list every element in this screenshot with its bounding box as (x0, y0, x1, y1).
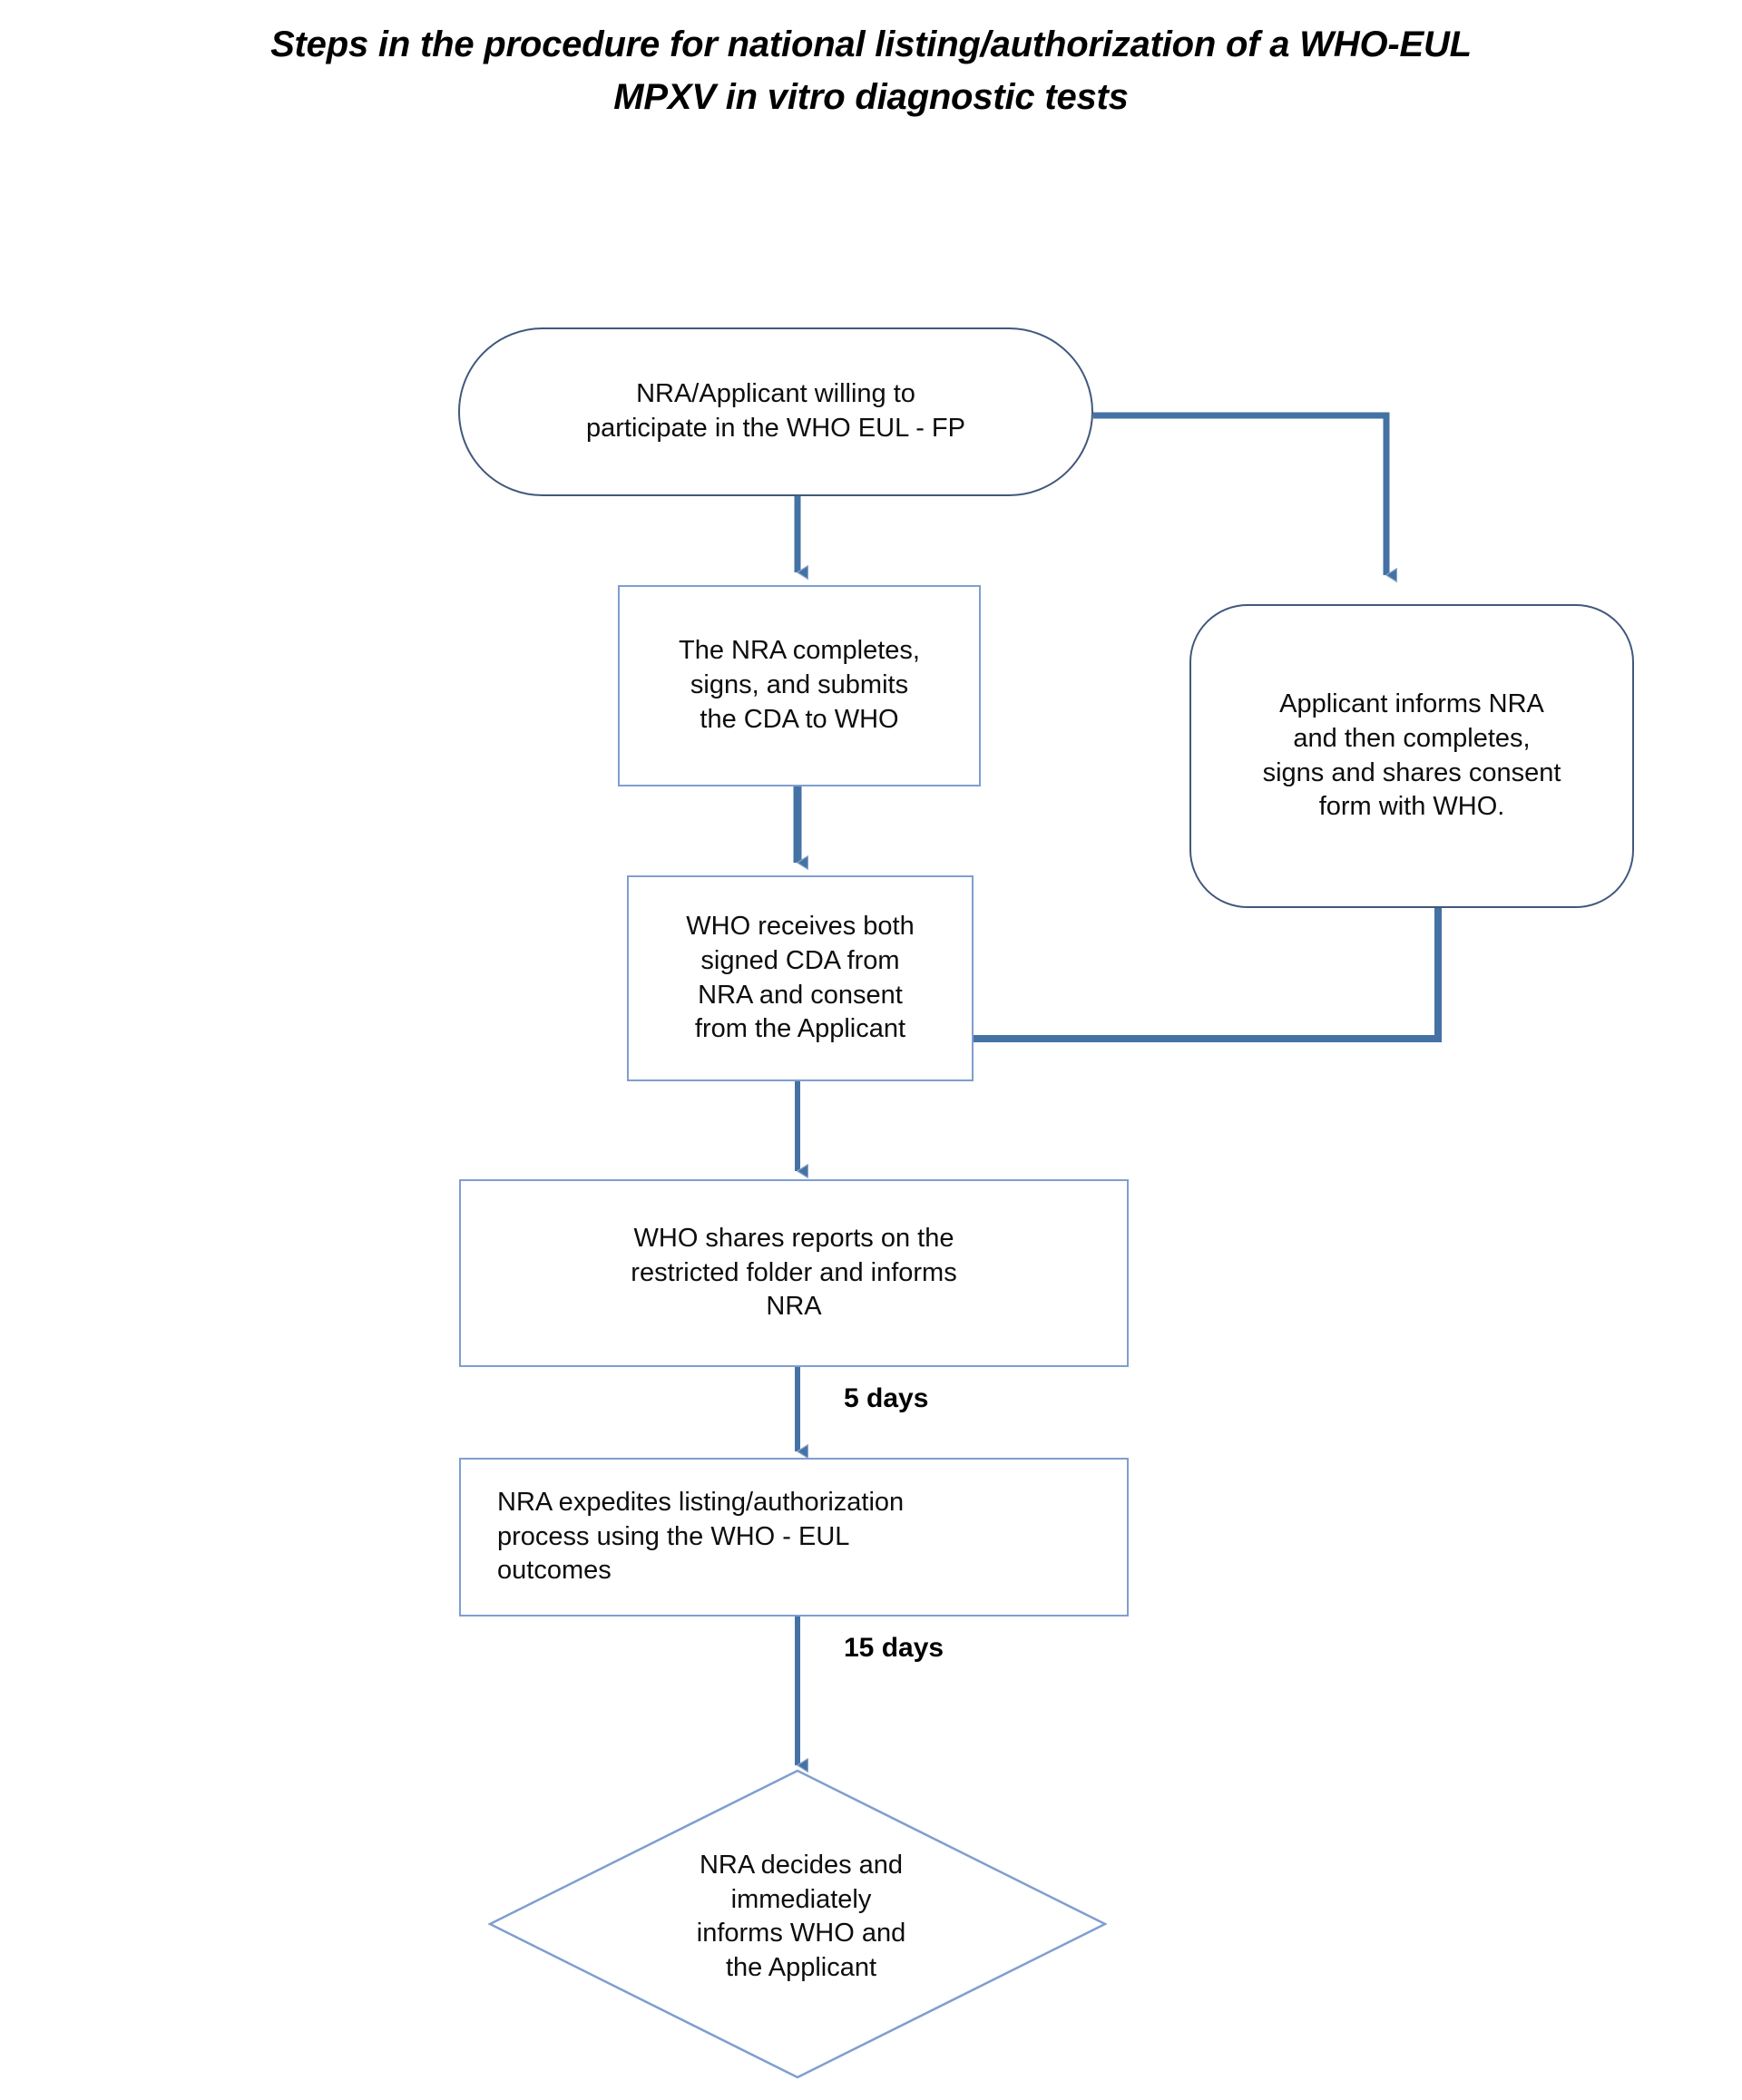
page-title-line-1: Steps in the procedure for national list… (270, 24, 1472, 64)
node-nra-expedites[interactable]: NRA expedites listing/authorization proc… (459, 1458, 1129, 1617)
node-who-receives-label: WHO receives both signed CDA from NRA an… (686, 912, 915, 1044)
node-nra-completes-cda-label: The NRA completes, signs, and submits th… (679, 636, 920, 734)
edge-label-15-days: 15 days (844, 1633, 944, 1663)
page-title-line-2: MPXV in vitro diagnostic tests (613, 77, 1129, 117)
page-title: Steps in the procedure for national list… (0, 18, 1742, 123)
node-who-shares-reports-label: WHO shares reports on the restricted fol… (631, 1223, 957, 1322)
edge-applicant-consent-to-who-receives (973, 907, 1442, 1039)
node-start[interactable]: NRA/Applicant willing to participate in … (458, 327, 1093, 496)
node-who-receives[interactable]: WHO receives both signed CDA from NRA an… (627, 875, 974, 1081)
diamond-shape (488, 1769, 1107, 2079)
node-nra-decides[interactable]: NRA decides and immediately informs WHO … (488, 1769, 1107, 2079)
node-who-shares-reports[interactable]: WHO shares reports on the restricted fol… (459, 1179, 1129, 1367)
node-nra-decides-label: NRA decides and immediately informs WHO … (696, 1851, 906, 1983)
edge-start-to-applicant-consent (1093, 412, 1386, 575)
node-applicant-informs-nra-label: Applicant informs NRA and then completes… (1262, 689, 1561, 822)
node-nra-expedites-label: NRA expedites listing/authorization proc… (497, 1487, 905, 1586)
node-applicant-informs-nra[interactable]: Applicant informs NRA and then completes… (1189, 604, 1634, 908)
node-start-label: NRA/Applicant willing to participate in … (586, 379, 965, 443)
edge-label-5-days: 5 days (844, 1383, 929, 1413)
node-nra-completes-cda[interactable]: The NRA completes, signs, and submits th… (618, 585, 981, 786)
